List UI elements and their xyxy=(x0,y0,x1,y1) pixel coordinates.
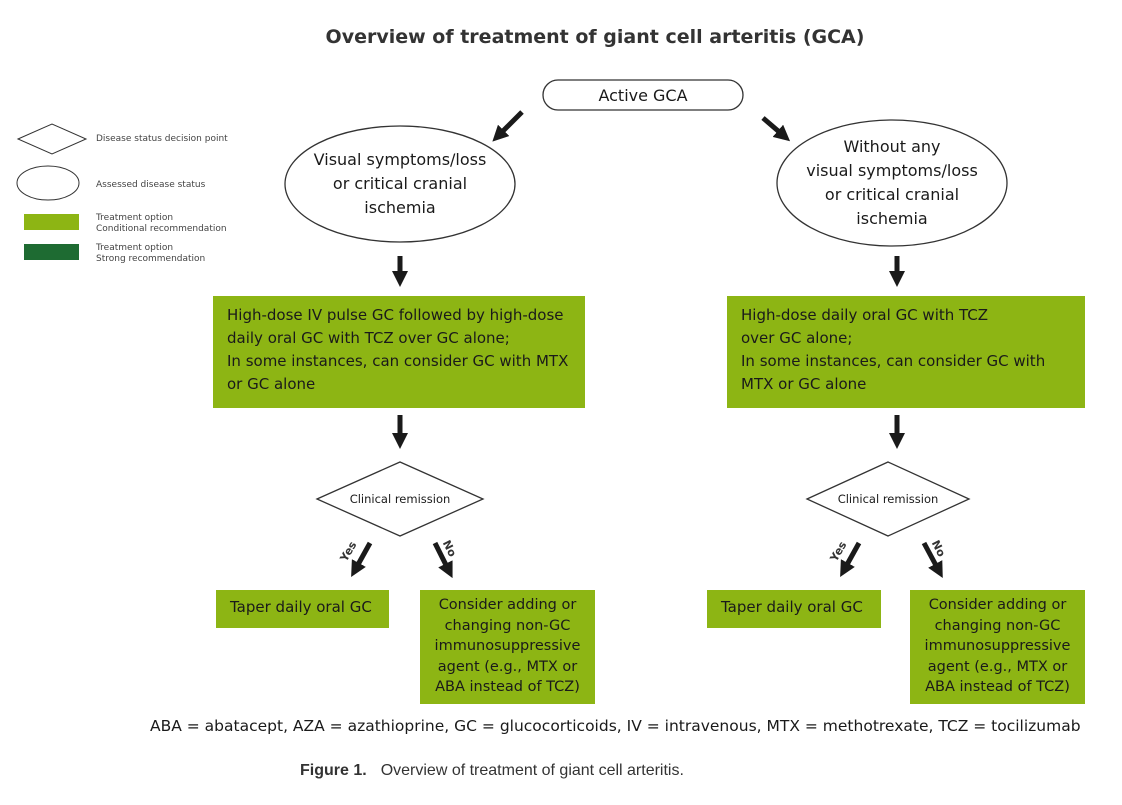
arrow-right-no xyxy=(921,541,943,579)
left-status-label: Visual symptoms/loss or critical cranial… xyxy=(313,150,487,217)
arrow-left-no xyxy=(432,541,453,579)
abbreviations-line: ABA = abatacept, AZA = azathioprine, GC … xyxy=(150,717,1081,735)
diagram-title: Overview of treatment of giant cell arte… xyxy=(325,26,865,48)
start-node-label: Active GCA xyxy=(598,85,688,105)
arrow-start-right xyxy=(761,116,791,142)
right-decision-label: Clinical remission xyxy=(837,492,939,506)
legend-decision-label: Disease status decision point xyxy=(96,134,228,144)
right-no-outcome-box: Consider adding or changing non-GC immun… xyxy=(910,590,1085,704)
legend-conditional-swatch xyxy=(24,214,79,230)
arrow-start-left xyxy=(492,110,524,142)
right-status-ellipse xyxy=(776,119,1008,247)
legend-strong-label: Treatment option Strong recommendation xyxy=(96,243,206,264)
figure-caption: Figure 1. Overview of treatment of giant … xyxy=(300,762,684,780)
left-status-ellipse xyxy=(284,125,516,243)
legend-diamond-shape xyxy=(16,123,88,155)
right-yes-outcome-box: Taper daily oral GC xyxy=(707,590,881,628)
left-decision-label: Clinical remission xyxy=(349,492,451,506)
right-status-label: Without any visual symptoms/loss or crit… xyxy=(806,137,978,228)
figure-caption-text: Overview of treatment of giant cell arte… xyxy=(380,762,684,779)
legend-conditional-label: Treatment option Conditional recommendat… xyxy=(96,213,227,234)
arrow-right-yes xyxy=(840,541,862,577)
legend-ellipse-shape xyxy=(16,165,80,201)
figure-caption-label: Figure 1. xyxy=(300,762,367,779)
left-treatment-box: High-dose IV pulse GC followed by high-d… xyxy=(213,296,585,408)
left-no-outcome-box: Consider adding or changing non-GC immun… xyxy=(420,590,595,704)
legend-strong-swatch xyxy=(24,244,79,260)
start-node-shape xyxy=(542,79,744,111)
left-decision-diamond xyxy=(315,461,485,537)
legend-assessed-label: Assessed disease status xyxy=(96,180,206,190)
right-decision-diamond xyxy=(805,461,971,537)
arrow-left-yes xyxy=(351,541,373,577)
left-yes-outcome-box: Taper daily oral GC xyxy=(216,590,389,628)
right-treatment-box: High-dose daily oral GC with TCZ over GC… xyxy=(727,296,1085,408)
